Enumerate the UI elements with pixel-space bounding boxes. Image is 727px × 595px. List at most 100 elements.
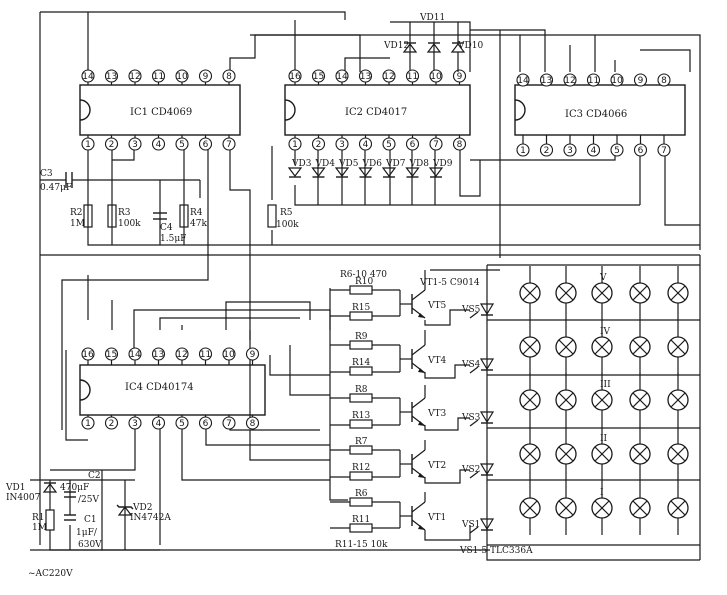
lamp-icon [667,320,689,374]
resistor-r3: R3 100k [107,204,141,229]
resistor-r9: R9 [349,332,373,350]
r3-value: 100k [118,219,141,229]
transistor-label: VT2 [427,461,446,471]
ic2-pin-7: 7 [429,135,443,151]
ic4-pin-1: 1 [81,415,95,430]
ic4-pin-label: 16 [82,350,94,360]
diode-label: VD3 [291,159,312,169]
ic4-pin-label: 10 [223,350,235,360]
ic4-pin-label: 15 [106,350,117,360]
ic1-label: IC1 CD4069 [130,107,192,118]
lamp-icon [667,373,689,427]
ic2-pin-11: 11 [405,69,420,85]
ic4-pin-label: 13 [153,350,164,360]
ic1-pin-label: 4 [156,140,162,150]
ic2-pin-16: 16 [288,69,302,85]
ic2-pin-6: 6 [405,135,420,151]
resistor-r2: R2 1M [70,204,93,229]
capacitor-c1: C1 1μF/ 630V [64,514,102,550]
ic1-pin-3: 3 [128,135,142,151]
ic1-pin-label: 9 [203,72,209,82]
ic4-pin-label: 4 [156,419,162,429]
ic3-pin-label: 13 [541,76,552,86]
ic2-pin-label: 2 [316,140,322,150]
transistor-vt3: VT3 [400,397,447,427]
ic1-pin-label: 12 [129,72,140,82]
diode-vd11: VD11 [419,13,445,23]
resistor-label: R12 [352,463,370,473]
resistor-r15: R15 [349,303,373,321]
thyristor-vs3: VS3 [461,411,495,427]
ic2-pin-label: 14 [336,72,348,82]
vd1-label: VD1 [5,483,25,493]
ic2-pin-label: 10 [430,72,442,82]
ic1-pin-5: 5 [175,135,189,151]
ic4-pin-label: 6 [203,419,209,429]
c3-label: C3 [40,169,53,179]
ic2-pin-2: 2 [311,135,326,151]
resistor-r5: R5 100k [267,204,299,230]
thyristor-vs5: VS5 [461,303,495,319]
thyristor-vs1: VS1 [461,518,495,534]
ic1-pin-12: 12 [128,69,142,85]
ic1-pin-label: 13 [106,72,117,82]
vd11-label: VD11 [419,13,445,23]
resistor-label: R10 [355,277,374,287]
diode-vd7: VD7 [381,159,406,178]
transistor-label: VT4 [427,356,447,366]
ic3-pin-13: 13 [539,73,554,87]
ic1-pin-label: 7 [226,140,232,150]
ic4-pin-15: 15 [104,347,119,365]
diode-vd6: VD6 [358,159,382,178]
vd1-value: IN4007 [6,493,41,503]
ic2-body [284,84,471,136]
ic4-pin-6: 6 [198,415,213,430]
ic3-pin-12: 12 [563,73,577,87]
transistor-label: VT1 [427,513,446,523]
ic3-pin-label: 3 [567,146,573,156]
lamp-icon [591,320,613,374]
ic2-notch [284,99,296,121]
ic1-pin-8: 8 [222,69,236,85]
capacitor-c2: C2 470μF /25V [60,471,101,505]
diode-vd1: VD1 IN4007 [5,482,58,503]
lamp-row-5: V [519,266,689,320]
ic2-pin-label: 3 [339,140,345,150]
ic1-pin-label: 14 [82,72,94,82]
c3-value: 0.47μF [40,183,72,193]
ic4-pin-2: 2 [104,415,119,430]
ic1-pin-6: 6 [198,135,213,151]
ic2-pin-15: 15 [311,69,326,85]
ic4-pin-9: 9 [245,347,260,365]
c2-value: 470μF [60,483,89,493]
diode-vd8: VD8 [405,159,429,178]
vt-note: VT1-5 C9014 [419,278,480,288]
ic3-pin-5: 5 [610,135,624,157]
ic2-pin-label: 4 [363,140,369,150]
ic3-label: IC3 CD4066 [565,109,627,120]
ic4-pin-11: 11 [198,347,213,365]
thyristor-vs4: VS4 [461,358,495,374]
resistor-r11: R11 [349,515,373,533]
transistor-vt1: VT1 [400,501,446,531]
c2-label: C2 [88,471,101,481]
vs-note: VS1-5 TLC336A [459,546,533,556]
thyristor-label: VS2 [461,465,480,475]
lamp-icon [519,427,541,481]
ic1-pin-14: 14 [81,69,95,85]
ic3-pin-label: 8 [661,76,667,86]
resistor-r14: R14 [349,358,373,376]
thyristor-label: VS5 [461,305,481,315]
ic2-pin-5: 5 [382,135,396,151]
ac-source-label: ~AC220V [28,569,73,579]
resistor-label: R9 [355,332,368,342]
lamp-row-numeral: III [600,380,611,390]
